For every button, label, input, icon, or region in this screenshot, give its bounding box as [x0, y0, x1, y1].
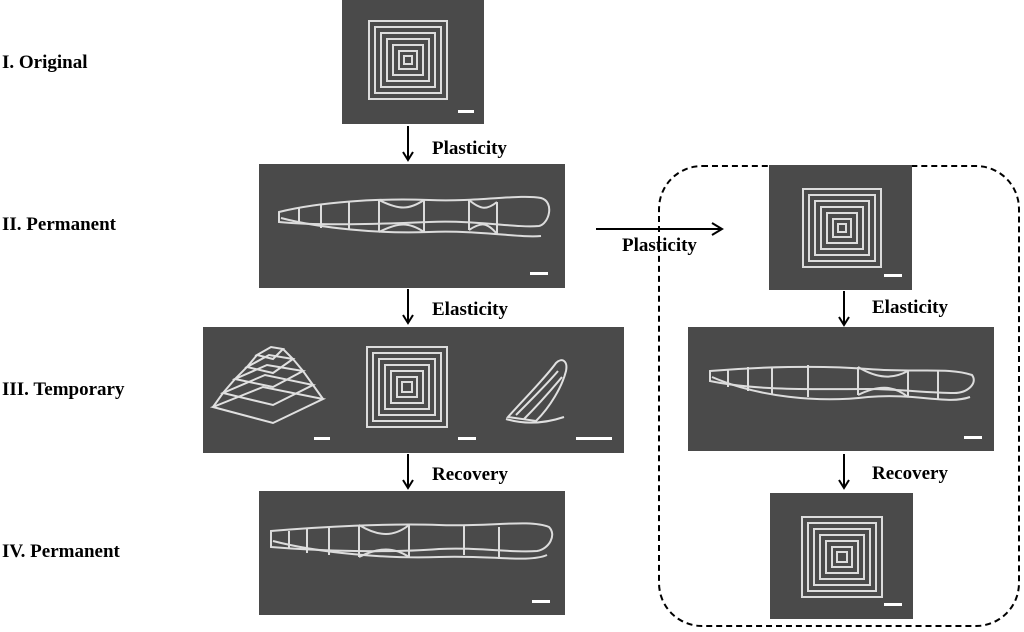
photo-permanent-final: [259, 491, 565, 615]
scale-bar: [532, 600, 550, 603]
arrow-down-icon: [402, 126, 414, 162]
scale-bar: [314, 437, 330, 440]
arrow-down-icon: [402, 289, 414, 325]
twisted-specimen: [505, 359, 568, 424]
step-label-elasticity: Elasticity: [432, 299, 508, 320]
pyramid-specimen: [209, 345, 327, 425]
arrow-down-icon: [838, 291, 850, 327]
square-spiral-specimen: [368, 20, 448, 100]
step-label-branch-plasticity: Plasticity: [622, 235, 697, 256]
arrow-down-icon: [402, 454, 414, 490]
photo-temporary-square: [345, 327, 486, 453]
scale-bar: [964, 436, 982, 439]
photo-permanent-stretched: [259, 164, 565, 288]
scale-bar: [576, 437, 612, 440]
stretched-lattice-specimen: [270, 522, 554, 560]
arrow-down-icon: [838, 454, 850, 490]
square-spiral-specimen: [366, 346, 448, 428]
scale-bar: [530, 272, 548, 275]
stretched-lattice-specimen: [709, 365, 975, 401]
stage-label-permanent-iv: IV. Permanent: [2, 541, 120, 562]
photo-branch-square: [769, 165, 912, 290]
photo-branch-stretched: [688, 327, 994, 451]
stage-label-original: I. Original: [2, 52, 88, 73]
step-label-plasticity: Plasticity: [432, 138, 507, 159]
scale-bar: [884, 603, 902, 606]
step-label-branch-recovery: Recovery: [872, 463, 948, 484]
arrow-right-icon: [596, 222, 724, 241]
photo-temporary-pyramid: [203, 327, 345, 453]
photo-original-square: [342, 0, 484, 124]
square-spiral-specimen: [801, 516, 883, 598]
scale-bar: [458, 110, 474, 113]
stretched-lattice-specimen: [278, 195, 551, 238]
scale-bar: [458, 437, 476, 440]
photo-branch-recovered-square: [770, 493, 913, 619]
scale-bar: [884, 274, 902, 277]
square-spiral-specimen: [802, 188, 882, 268]
photo-temporary-twisted: [486, 327, 624, 453]
stage-label-temporary: III. Temporary: [2, 379, 125, 400]
step-label-branch-elasticity: Elasticity: [872, 297, 948, 318]
step-label-recovery: Recovery: [432, 464, 508, 485]
stage-label-permanent-ii: II. Permanent: [2, 214, 116, 235]
